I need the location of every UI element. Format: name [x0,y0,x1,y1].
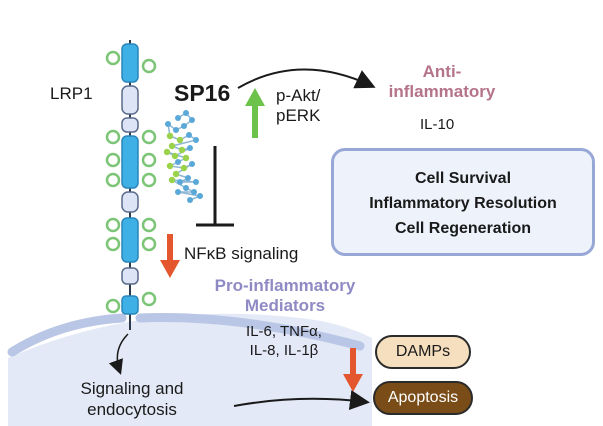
membrane-left [7,313,127,357]
lrp1-receptor [121,40,139,330]
increase-arrow [245,88,265,138]
anti-title-line1: Anti- [422,62,462,81]
molecule-atom [183,185,189,191]
pro-inflammatory-title: Pro-inflammatory Mediators [196,276,374,315]
molecule-atom [165,121,171,127]
receptor-domain-blue [121,295,139,315]
decrease-arrow-nfkb [160,234,180,278]
molecule-atom [177,179,183,185]
mediators-line2: IL-8, IL-1β [249,342,319,359]
sp16-molecule [163,110,203,203]
molecule-atom [166,132,174,140]
cell-region [7,313,372,426]
nfkb-label: NFκB signaling [184,244,299,263]
arrow-sp16-to-anti [237,68,376,89]
pakt-label: p-Akt/ [276,86,321,105]
receptor-domain-blue [121,43,139,83]
molecule-atom [187,145,193,151]
molecule-atom [168,142,176,150]
molecule-atom [182,154,190,162]
glycan-rings [105,50,157,314]
receptor-domain-light [121,267,139,285]
molecule-atom [197,193,203,199]
molecule-atom [175,115,181,121]
endocytosis-label: Signaling and endocytosis [52,378,212,420]
molecule-atom [193,137,199,143]
molecule-atom [166,162,174,170]
il10-label: IL-10 [420,116,455,133]
molecule-atom [171,152,179,160]
molecule-atom [168,176,176,184]
endocytosis-line2: endocytosis [87,400,177,419]
damps-box: DAMPs [375,335,471,369]
receptor-domain-blue [121,217,139,263]
molecule-atom [185,175,191,181]
molecule-bond [171,179,197,183]
molecule-atom [173,127,179,133]
decrease-arrow-apoptosis [343,348,363,392]
molecule-atom [183,110,189,116]
receptor-domain-blue [121,135,139,189]
molecule-atom [175,159,181,165]
receptor-domain-light [121,191,139,213]
molecule-atom [181,123,187,129]
inhibition-bar [196,146,234,227]
molecule-atom [187,197,193,203]
anti-title-line2: inflammatory [388,81,496,101]
perk-label: pERK [276,105,321,125]
molecule-atom [176,136,184,144]
outcomes-box: Cell Survival Inflammatory Resolution Ce… [331,148,595,256]
molecule-atom [178,146,186,154]
outcome-inflammatory-resolution: Inflammatory Resolution [369,195,557,212]
outcome-cell-regeneration: Cell Regeneration [394,220,532,237]
mediators-line1: IL-6, TNFα, [246,323,322,340]
membrane-right [135,313,365,351]
pro-title-line1: Pro-inflammatory [214,276,356,295]
molecule-atom [172,170,180,178]
outcome-cell-survival: Cell Survival [414,170,512,187]
molecule-atom [189,161,195,167]
receptor-domain-light [121,117,139,133]
molecule-bond [171,139,197,147]
molecule-atom [163,148,171,156]
anti-inflammatory-title: Anti- inflammatory [368,62,516,101]
molecule-atom [189,117,195,123]
molecule-atom [186,132,192,138]
molecule-atom [191,189,197,195]
molecule-bond [177,191,201,197]
arrow-endocytosis-to-apoptosis [233,390,370,411]
molecule-atom [193,179,199,185]
apoptosis-box: Apoptosis [373,381,473,415]
pakt-perk-label: p-Akt/ pERK [276,86,320,125]
endocytosis-line1: Signaling and [80,379,184,398]
pro-inflammatory-list: IL-6, TNFα, IL-8, IL-1β [226,322,342,360]
arrow-internalization [108,333,129,375]
sp16-label: SP16 [174,80,231,106]
pro-title-line2: Mediators [244,295,326,315]
lrp1-label: LRP1 [50,84,93,103]
molecule-atom [175,189,181,195]
receptor-domain-light [121,85,139,115]
molecule-atom [180,164,188,172]
